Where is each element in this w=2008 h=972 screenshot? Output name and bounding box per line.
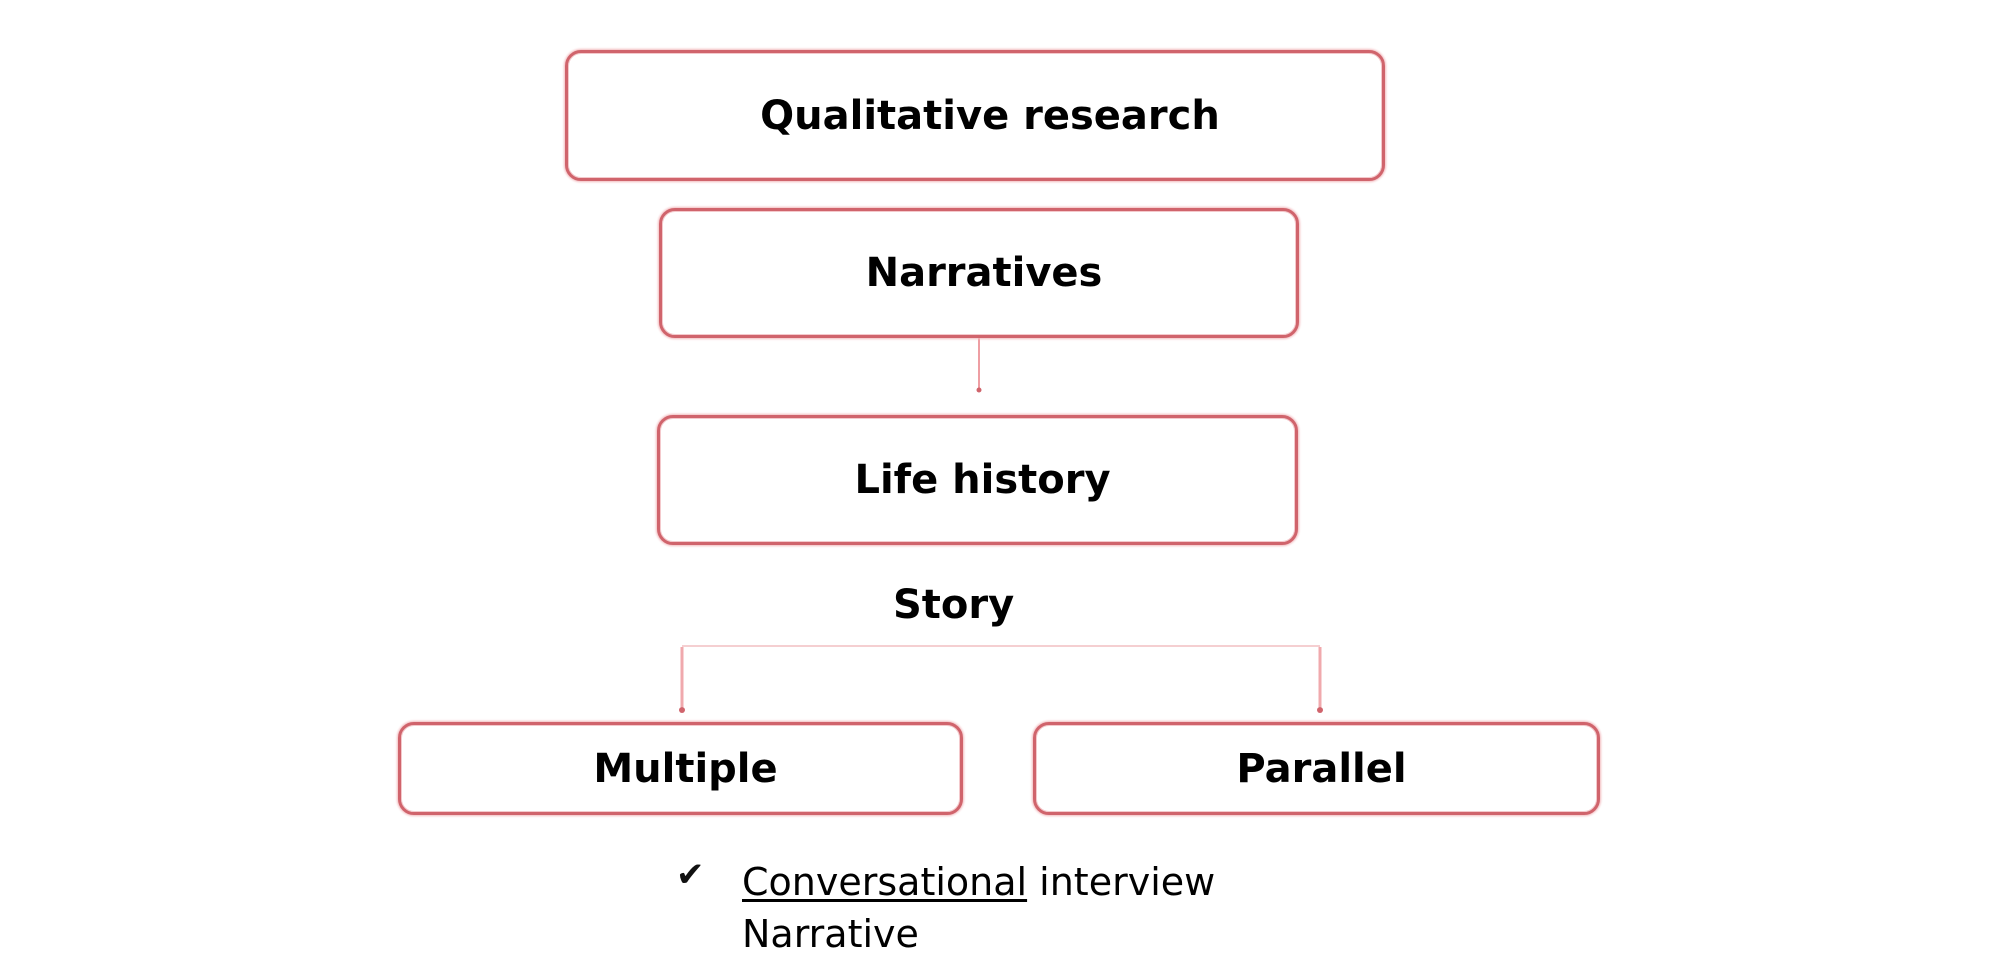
bullet-underlined-word: Conversational — [742, 860, 1028, 904]
node-parallel-label: Parallel — [1236, 745, 1407, 792]
node-qualitative-research: Qualitative research — [565, 50, 1385, 181]
node-parallel: Parallel — [1033, 722, 1600, 815]
bullet-line-narrative: Narrative — [742, 912, 919, 956]
connector-narratives-life-history-tip — [976, 387, 982, 393]
node-life-history-label: Life history — [854, 457, 1111, 503]
bullet-line-rest: interview — [1027, 860, 1216, 904]
connector-story-multiple-tip — [679, 707, 685, 713]
node-life-history: Life history — [657, 415, 1298, 545]
node-multiple: Multiple — [398, 722, 963, 815]
bullet-line-conversational-interview: Conversational interview — [742, 860, 1215, 904]
story-label: Story — [893, 582, 1015, 628]
check-icon: ✔ — [676, 855, 705, 895]
node-narratives: Narratives — [659, 208, 1299, 338]
node-multiple-label: Multiple — [593, 745, 778, 792]
node-qualitative-research-label: Qualitative research — [760, 92, 1220, 139]
node-narratives-label: Narratives — [865, 250, 1103, 296]
connector-story-parallel-tip — [1317, 707, 1323, 713]
